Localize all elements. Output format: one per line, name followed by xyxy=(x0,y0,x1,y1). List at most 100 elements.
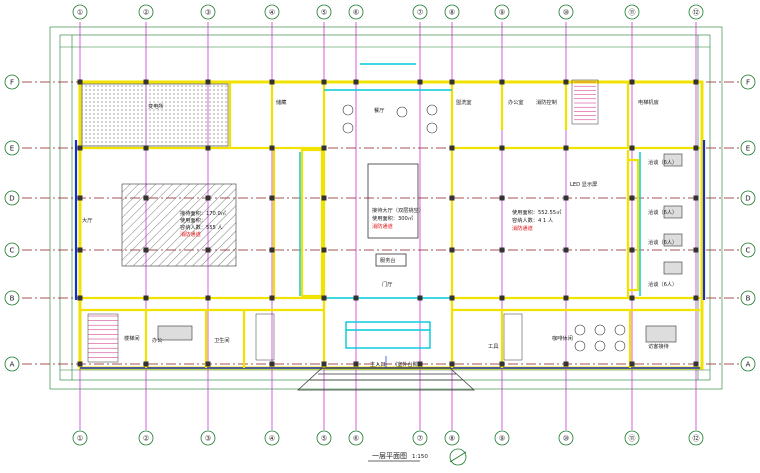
label-fire: 消防控制 xyxy=(536,98,557,106)
label-led: LED 显示屏 xyxy=(570,181,597,188)
label-east-people: 容纳人数：4 1 人 xyxy=(512,216,553,224)
table-circle xyxy=(396,106,408,118)
column-axis-bubble: ⑥ xyxy=(348,430,364,446)
column-pillar xyxy=(143,79,149,85)
column-pillar xyxy=(449,361,455,367)
label-canteen: 咖啡休闲 xyxy=(552,334,573,342)
column-pillar xyxy=(693,79,699,85)
row-axis-bubble: F xyxy=(740,74,756,90)
column-axis-label: ⑩ xyxy=(563,9,569,17)
column-pillar xyxy=(563,195,569,201)
label-transformer: 变电所 xyxy=(148,102,164,110)
column-pillar xyxy=(449,247,455,253)
stage-hatch xyxy=(121,183,237,267)
column-pillar xyxy=(563,295,569,301)
column-pillar xyxy=(449,79,455,85)
column-axis-label: ⑨ xyxy=(499,435,505,443)
drawing-title-block: 一层平面图 1:150 xyxy=(368,448,467,466)
drawing-scale: 1:150 xyxy=(412,454,428,460)
column-axis-label: ⑫ xyxy=(693,9,700,17)
column-pillar xyxy=(269,195,275,201)
center-void xyxy=(367,163,419,239)
glazing xyxy=(299,63,641,349)
column-pillar xyxy=(77,295,83,301)
row-axis-label: C xyxy=(746,247,751,255)
label-hall-w-red: 消防通道 xyxy=(180,230,201,238)
row-axis-label: C xyxy=(10,247,15,255)
column-axis-label: ⑥ xyxy=(353,9,359,17)
column-axis-label: ② xyxy=(143,435,149,443)
column-axis-bubble: ⑥ xyxy=(348,4,364,20)
label-restaurant: 餐厅 xyxy=(374,106,384,114)
label-meeting2: 洽谈（6人） xyxy=(648,208,677,216)
column-pillar xyxy=(629,195,635,201)
column-pillar xyxy=(77,247,83,253)
column-pillar xyxy=(417,361,423,367)
label-hall-w-use: 使用面积： xyxy=(180,216,206,224)
column-pillar xyxy=(629,361,635,367)
column-axis-bubble: ⑫ xyxy=(688,4,704,20)
column-pillar xyxy=(269,295,275,301)
column-axis-label: ⑤ xyxy=(321,9,327,17)
column-pillar xyxy=(269,79,275,85)
column-axis-bubble: ③ xyxy=(200,4,216,20)
transformer-room-hatch xyxy=(81,83,229,147)
column-axis-label: ⑧ xyxy=(449,435,455,443)
column-pillar xyxy=(269,361,275,367)
column-pillar xyxy=(499,295,505,301)
column-pillar xyxy=(143,145,149,151)
column-pillar xyxy=(321,145,327,151)
label-tool: 工具 xyxy=(488,343,498,350)
table-circle xyxy=(594,340,606,352)
column-axis-bubble: ⑧ xyxy=(444,430,460,446)
column-pillar xyxy=(205,295,211,301)
column-axis-bubble: ⑩ xyxy=(558,4,574,20)
table-circle xyxy=(574,324,586,336)
row-axis-bubble: B xyxy=(4,290,20,306)
column-axis-bubble: ④ xyxy=(264,430,280,446)
row-axis-bubble: C xyxy=(740,242,756,258)
label-east-area: 使用面积：552.55㎡ xyxy=(512,208,562,216)
column-pillar xyxy=(77,195,83,201)
label-main-red: 消防通道 xyxy=(372,222,393,230)
column-pillar xyxy=(205,79,211,85)
column-axis-bubble: ⑤ xyxy=(316,4,332,20)
label-main-use: 使用面积：300㎡ xyxy=(372,214,414,222)
column-pillar xyxy=(321,79,327,85)
column-pillar xyxy=(321,247,327,253)
row-axis-label: F xyxy=(10,79,14,87)
column-pillar xyxy=(353,361,359,367)
column-axis-bubble: ⑤ xyxy=(316,430,332,446)
row-axis-label: E xyxy=(10,145,14,153)
column-axis-bubble: ⑩ xyxy=(558,430,574,446)
column-axis-label: ⑪ xyxy=(629,435,636,443)
table-circle xyxy=(342,122,354,134)
column-pillar xyxy=(321,361,327,367)
table-circle xyxy=(594,324,606,336)
column-pillar xyxy=(449,145,455,151)
label-meeting4: 洽谈（6人） xyxy=(648,280,677,288)
row-axis-label: F xyxy=(746,79,750,87)
column-pillar xyxy=(417,79,423,85)
entrance-steps xyxy=(297,356,475,391)
column-pillar xyxy=(563,361,569,367)
service-desk xyxy=(375,253,407,267)
row-axis-bubble: D xyxy=(740,190,756,206)
column-axis-bubble: ⑨ xyxy=(494,4,510,20)
column-pillar xyxy=(417,295,423,301)
column-pillar xyxy=(321,195,327,201)
column-axis-label: ⑤ xyxy=(321,435,327,443)
column-axis-bubble: ⑫ xyxy=(688,430,704,446)
label-hall-w: 接待面积：170.0㎡ xyxy=(180,209,227,217)
table-circle xyxy=(426,122,438,134)
column-axis-bubble: ⑪ xyxy=(624,430,640,446)
column-axis-bubble: ⑦ xyxy=(412,430,428,446)
row-axis-label: D xyxy=(9,195,14,203)
label-storage: 储藏 xyxy=(276,98,287,106)
column-pillar xyxy=(353,79,359,85)
column-pillar xyxy=(77,145,83,151)
column-pillar xyxy=(449,295,455,301)
table-circle xyxy=(614,340,626,352)
stair-treads xyxy=(88,81,596,358)
